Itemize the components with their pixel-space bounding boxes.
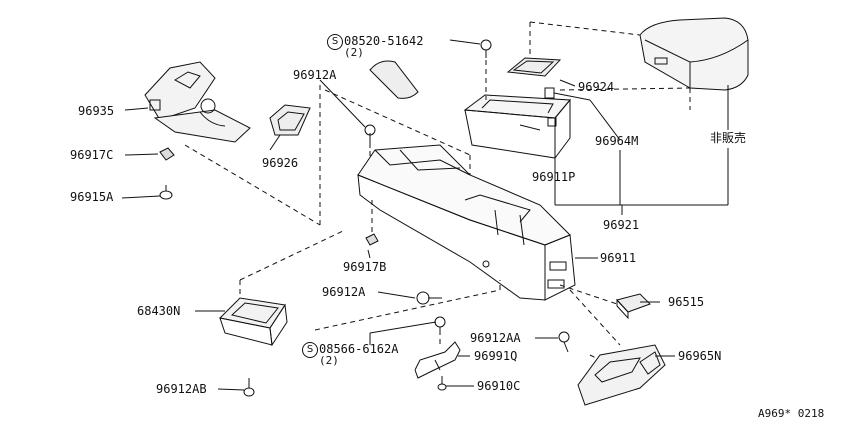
part-label-96964M: 96964M [595, 134, 639, 148]
part-label-96926: 96926 [262, 156, 299, 170]
part-label-96965N: 96965N [678, 349, 722, 363]
part-label-96515: 96515 [668, 295, 705, 309]
part-label-96910C: 96910C [477, 379, 521, 393]
part-label-96912A-top: 96912A [293, 68, 337, 82]
part-label-96912A-mid: 96912A [322, 285, 366, 299]
clip-part [545, 88, 590, 100]
shift-boot-part [145, 62, 250, 142]
boot-cover-top-part [370, 61, 418, 98]
part-label-96921: 96921 [603, 218, 640, 232]
leader-lines [122, 40, 728, 390]
dashed-leaders-main [185, 60, 620, 360]
part-label-08566: 08566-6162A [319, 342, 399, 356]
part-label-96924: 96924 [578, 80, 615, 94]
main-console-part [358, 145, 575, 300]
part-qty-08566: (2) [319, 354, 339, 367]
screw-symbol-icon: S [327, 34, 343, 50]
switch-part [617, 294, 650, 318]
console-box-part [465, 95, 570, 158]
part-label-not-for-sale: 非販売 [710, 131, 747, 145]
part-label-96912AA: 96912AA [470, 331, 521, 345]
part-label-96911P: 96911P [532, 170, 576, 184]
screw-symbol-icon: S [302, 342, 318, 358]
part-label-96915A: 96915A [70, 190, 114, 204]
part-label-96935: 96935 [78, 104, 115, 118]
panel-part [578, 345, 665, 405]
part-label-96917B: 96917B [343, 260, 387, 274]
part-label-68430N: 68430N [137, 304, 181, 318]
small-tray-part [508, 58, 560, 76]
bracket-part [415, 342, 460, 378]
part-qty-08520: (2) [344, 46, 364, 59]
fasteners [160, 40, 569, 396]
part-label-96991Q: 96991Q [474, 349, 518, 363]
armrest-lid-part [640, 18, 748, 90]
part-label-96912AB: 96912AB [156, 382, 207, 396]
small-box-part [220, 298, 287, 345]
part-label-96917C: 96917C [70, 148, 114, 162]
part-label-08520: 08520-51642 [344, 34, 424, 48]
dashed-leaders-lid [530, 22, 690, 110]
cover-part [270, 105, 310, 135]
diagram-reference-code: A969* 0218 [758, 407, 825, 420]
part-label-96911: 96911 [600, 251, 637, 265]
